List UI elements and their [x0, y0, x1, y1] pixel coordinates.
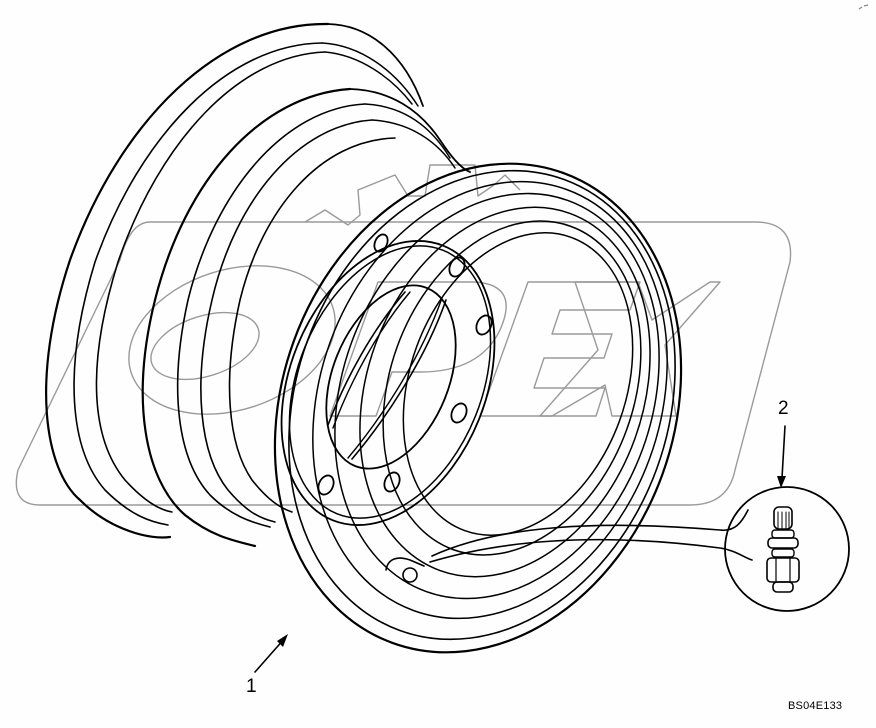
- valve-hole: [385, 557, 425, 583]
- bolt-holes: [317, 233, 493, 496]
- callout-label-2: 2: [778, 398, 789, 419]
- callout-2-leader: [777, 425, 786, 488]
- arrow-head-icon: [777, 476, 786, 488]
- corner-mark-icon: [858, 4, 869, 10]
- rim-rear-flange: [45, 22, 424, 539]
- watermark-logo: [15, 164, 792, 506]
- center-bore: [325, 284, 457, 470]
- arrow-head-icon: [277, 634, 288, 647]
- detail-circle: [724, 486, 850, 612]
- reference-code: BS04E133: [788, 700, 843, 712]
- gear-icon: [304, 164, 521, 226]
- watermark-letters: [128, 265, 721, 417]
- callout-1-leader: [254, 634, 288, 673]
- rim-center-disc: [280, 233, 496, 526]
- detail-leader: [429, 509, 753, 563]
- valve-stem-detail[interactable]: [724, 486, 850, 612]
- wheel-rim[interactable]: [45, 22, 748, 710]
- rim-front-flange: [273, 162, 683, 654]
- rim-drop-center: [141, 87, 471, 548]
- callout-label-1: 1: [246, 676, 257, 697]
- valve-stem: [766, 506, 800, 593]
